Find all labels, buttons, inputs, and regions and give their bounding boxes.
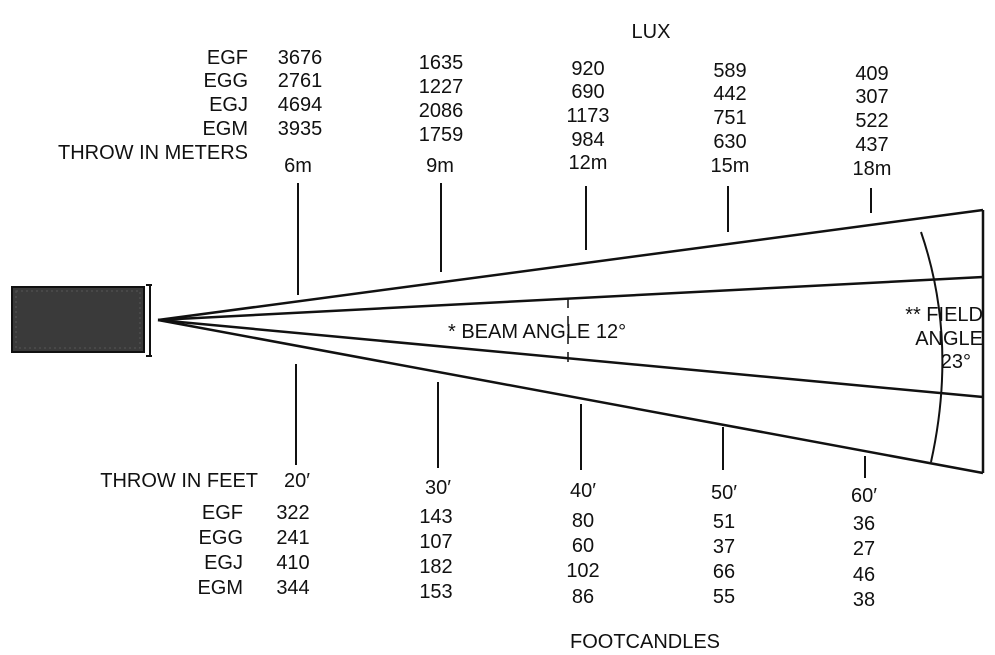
lux-value: 4694 (277, 94, 323, 116)
lux-value: 3935 (277, 118, 323, 140)
meter-label-15m: 15m (710, 155, 750, 177)
footcandle-value: 55 (712, 586, 736, 608)
meter-label-12m: 12m (568, 152, 608, 174)
footcandle-value: 46 (852, 564, 876, 586)
lux-value: 920 (571, 58, 605, 80)
throw-in-feet-label: THROW IN FEET (100, 470, 258, 492)
lux-value: 690 (571, 81, 605, 103)
footcandle-value: 80 (571, 510, 595, 532)
footcandle-value: 38 (852, 589, 876, 611)
lux-lamp-label-egj: EGJ (209, 94, 248, 116)
feet-label-20ft: 20′ (284, 470, 310, 492)
fc-lamp-label-egg: EGG (198, 527, 243, 549)
lux-value: 589 (713, 60, 747, 82)
fc-lamp-label-egj: EGJ (204, 552, 243, 574)
lux-value: 3676 (277, 47, 323, 69)
field-angle-arc (920, 231, 944, 463)
footcandle-value: 153 (419, 581, 453, 603)
meter-label-6m: 6m (284, 155, 312, 177)
footcandle-value: 36 (852, 513, 876, 535)
field-angle-label-line1: ** FIELD (905, 304, 983, 326)
lux-value: 1635 (418, 52, 464, 74)
lux-value: 1173 (566, 105, 610, 127)
feet-label-50ft: 50′ (711, 482, 737, 504)
lux-lamp-label-egg: EGG (203, 70, 248, 92)
footcandle-value: 344 (276, 577, 310, 599)
field-angle-label-line2: ANGLE (915, 328, 983, 350)
footcandle-value: 66 (712, 561, 736, 583)
footcandle-value: 410 (276, 552, 310, 574)
footcandle-value: 241 (276, 527, 310, 549)
fc-lamp-label-egm: EGM (197, 577, 243, 599)
footcandle-value: 182 (419, 556, 453, 578)
meter-label-9m: 9m (426, 155, 454, 177)
feet-label-60ft: 60′ (851, 485, 877, 507)
footcandles-title: FOOTCANDLES (569, 631, 721, 653)
lux-value: 1759 (418, 124, 464, 146)
beam-cone-lower-edge (157, 318, 984, 399)
lux-value: 437 (855, 134, 889, 156)
footcandle-value: 322 (276, 502, 310, 524)
feet-label-30ft: 30′ (425, 477, 451, 499)
footcandle-value: 37 (712, 536, 736, 558)
lux-value: 2086 (418, 100, 464, 122)
footcandle-value: 102 (566, 560, 600, 582)
footcandle-value: 27 (852, 538, 876, 560)
lux-value: 2761 (277, 70, 323, 92)
luminaire-body (11, 286, 145, 353)
beam-angle-label: * BEAM ANGLE 12° (448, 321, 627, 343)
feet-label-40ft: 40′ (570, 480, 596, 502)
lux-value: 751 (713, 107, 747, 129)
fc-lamp-label-egf: EGF (201, 502, 243, 524)
lux-value: 984 (571, 129, 605, 151)
lux-lamp-label-egm: EGM (202, 118, 248, 140)
meter-label-18m: 18m (852, 158, 892, 180)
footcandle-value: 51 (712, 511, 736, 533)
throw-in-meters-label: THROW IN METERS (58, 142, 248, 164)
lux-value: 630 (713, 131, 747, 153)
luminaire-texture (15, 290, 141, 349)
lux-lamp-label-egf: EGF (206, 47, 248, 69)
field-cone-upper-edge (157, 208, 984, 322)
lux-title: LUX (631, 21, 671, 43)
field-cone-lower-edge (157, 318, 984, 475)
lux-value: 442 (713, 83, 747, 105)
lux-value: 522 (855, 110, 889, 132)
lux-value: 1227 (418, 76, 464, 98)
footcandle-value: 107 (419, 531, 453, 553)
lux-value: 409 (855, 63, 889, 85)
footcandle-value: 60 (571, 535, 595, 557)
beam-cone-upper-edge (157, 275, 984, 322)
field-angle-label-line3: 23° (940, 351, 971, 373)
footcandle-value: 86 (571, 586, 595, 608)
lux-value: 307 (855, 86, 889, 108)
footcandle-value: 143 (419, 506, 453, 528)
